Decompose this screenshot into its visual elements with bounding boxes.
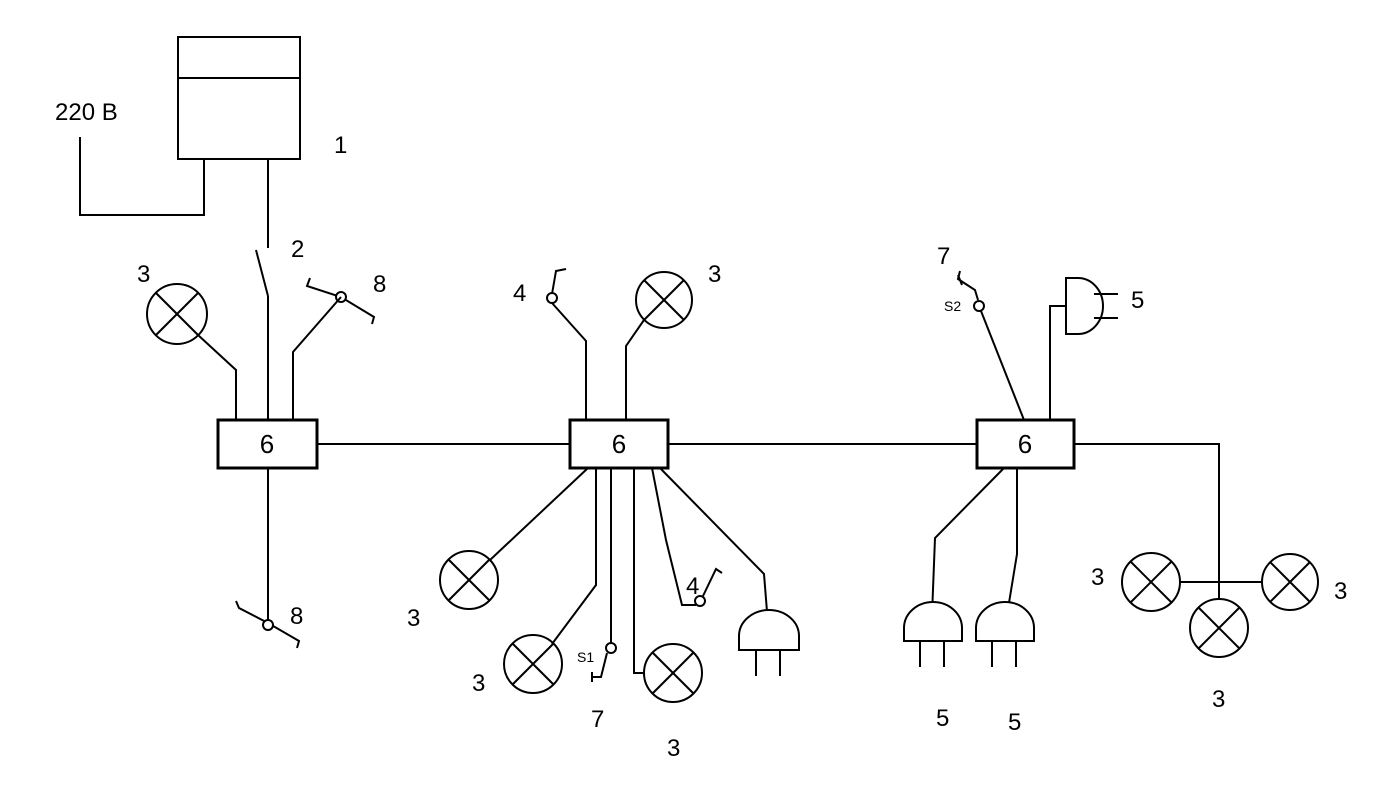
label-lamp-right-bottom: 3	[1212, 686, 1225, 713]
wire-lamp-middle-low-left	[551, 468, 597, 645]
label-s2: S2	[944, 298, 961, 314]
lamp-left-top	[146, 283, 208, 345]
wire-switch-4-top	[551, 302, 587, 420]
lamp-right-bottom	[1189, 598, 1249, 658]
lamp-middle-left	[439, 550, 499, 610]
label-lamp-middle-left: 3	[407, 605, 420, 632]
label-switch-8-bottom: 8	[290, 603, 303, 630]
wire-lamp-middle-left	[489, 467, 589, 561]
switch-4-top	[546, 268, 567, 304]
label-power-unit: 1	[334, 132, 347, 159]
socket-right-top	[1049, 277, 1118, 420]
label-junction-box-1: 6	[260, 429, 274, 459]
wire-lamp-left-top	[197, 334, 237, 420]
lamp-middle-top	[635, 271, 693, 329]
label-main-switch: 2	[291, 236, 304, 263]
label-switch-4: 4	[513, 280, 526, 307]
lamp-middle-low-left	[503, 634, 563, 694]
wire-lamp-middle-top	[625, 319, 645, 420]
wire-right-lamp-cluster	[1074, 443, 1220, 599]
label-switch-7-right: 7	[937, 243, 950, 270]
wire-lamp-middle-low-center	[633, 468, 644, 674]
lamp-right-left	[1121, 552, 1181, 612]
junction-box-1	[216, 418, 319, 470]
wire-switch-8-top	[292, 296, 342, 420]
label-switch-7-middle: 7	[591, 706, 604, 733]
label-lamp: 3	[137, 261, 150, 288]
label-lamp-right-right: 3	[1334, 578, 1347, 605]
label-junction-box-2: 6	[612, 429, 626, 459]
supply-voltage-label: 220 В	[55, 99, 118, 126]
socket-right-left	[903, 467, 1005, 667]
junction-box-2	[568, 418, 670, 470]
label-socket-right-top: 5	[1131, 287, 1144, 314]
junction-box-3	[975, 418, 1076, 470]
switch-8-bottom	[235, 600, 301, 649]
lamp-right-right	[1261, 553, 1319, 611]
socket-right-center	[975, 468, 1035, 667]
switch-s2	[956, 270, 1025, 421]
main-switch-blade	[255, 249, 269, 297]
socket-middle	[659, 467, 800, 676]
switch-s1	[591, 468, 617, 682]
label-lamp-middle-low-center: 3	[667, 735, 680, 762]
label-lamp-middle-low-left: 3	[472, 670, 485, 697]
label-socket-right-center: 5	[1008, 709, 1021, 736]
label-lamp-right-left: 3	[1091, 564, 1104, 591]
label-switch-4-bottom: 4	[686, 573, 699, 600]
label-switch-8: 8	[373, 271, 386, 298]
label-s1: S1	[577, 649, 594, 665]
switch-4-bottom	[651, 467, 723, 607]
power-unit	[177, 36, 301, 160]
label-junction-box-3: 6	[1018, 429, 1032, 459]
lamp-middle-low-center	[643, 643, 703, 703]
label-socket-right-left: 5	[936, 705, 949, 732]
label-lamp-middle-top: 3	[708, 261, 721, 288]
switch-8-top	[305, 277, 376, 325]
supply-wire	[79, 137, 205, 216]
